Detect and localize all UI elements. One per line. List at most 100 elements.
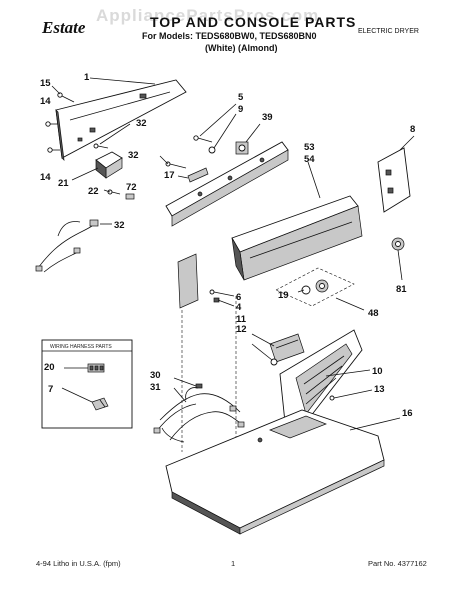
part-10-lint-housing (279, 329, 363, 433)
leader-9 (213, 113, 237, 149)
callout-7: 7 (48, 384, 53, 395)
callout-22: 22 (88, 186, 99, 197)
callout-14: 14 (40, 172, 51, 183)
leader-19 (297, 289, 305, 293)
leader-11 (251, 333, 275, 347)
leader-13 (333, 389, 373, 399)
part-53-console-panel (231, 195, 363, 281)
part-31-wire-harness (153, 387, 245, 443)
leader-6 (213, 291, 235, 297)
leader-48 (335, 297, 365, 311)
leader-81 (397, 249, 403, 281)
callout-21: 21 (58, 178, 69, 189)
leader-53-54 (307, 161, 321, 199)
callout-39: 39 (262, 112, 273, 123)
leader-15 (51, 85, 61, 95)
callout-31: 31 (150, 382, 161, 393)
part-19-knob (301, 285, 311, 295)
part-81-knob (391, 237, 405, 251)
model-colors: (White) (Almond) (205, 43, 278, 53)
part-left-end-cap (177, 253, 199, 309)
leader-31 (173, 387, 187, 403)
part-32-screw-c (165, 161, 187, 169)
watermark: AppliancePartsPros.com (96, 6, 320, 25)
wiring-box-title: WIRING HARNESS PARTS (50, 344, 112, 350)
callout-32: 32 (136, 118, 147, 129)
part-8-end-cap (377, 147, 411, 213)
callout-81: 81 (396, 284, 407, 295)
leader-21 (71, 167, 99, 181)
wiring-harness-box (41, 339, 133, 429)
callout-32: 32 (128, 150, 139, 161)
part-48-dial-box (275, 267, 355, 307)
callout-14: 14 (40, 96, 51, 107)
part-1-console-back-panel (55, 79, 187, 161)
part-14-screw-upper (45, 121, 58, 127)
leader-39 (245, 123, 261, 143)
leader-32c (159, 155, 169, 165)
callout-16: 16 (402, 408, 413, 419)
callout-8: 8 (410, 124, 415, 135)
leader-32a (99, 123, 131, 145)
part-console-front-bracket (165, 141, 289, 227)
callout-32: 32 (114, 220, 125, 231)
leader-32b (103, 189, 111, 193)
part-13-screw (329, 395, 335, 401)
callout-20: 20 (44, 362, 55, 373)
part-20-connector (87, 363, 105, 373)
callout-15: 15 (40, 78, 51, 89)
part-39-push-switch (235, 141, 249, 155)
part-7-terminal (91, 397, 109, 411)
brand-logo: Estate (42, 18, 86, 37)
callout-48: 48 (368, 308, 379, 319)
footer-page-number: 1 (231, 559, 236, 568)
callout-6: 6 (236, 292, 241, 303)
footer-part-number: Part No. 4377162 (368, 559, 427, 568)
callout-1: 1 (84, 72, 90, 83)
callout-72: 72 (126, 182, 137, 193)
part-5-screw (193, 135, 213, 143)
leader-5 (199, 103, 237, 137)
callout-11: 11 (236, 314, 247, 325)
model-numbers: For Models: TEDS680BW0, TEDS680BN0 (142, 31, 317, 41)
leader-8 (399, 135, 415, 151)
leader-4 (217, 299, 235, 307)
callout-4: 4 (236, 302, 242, 313)
part-12-handle (270, 358, 278, 366)
appliance-type: ELECTRIC DRYER (358, 28, 419, 35)
callout-13: 13 (374, 384, 385, 395)
leader-10 (325, 369, 371, 377)
leader-17 (177, 175, 189, 179)
part-21-switch (95, 151, 123, 179)
callout-10: 10 (372, 366, 383, 377)
callout-17: 17 (164, 170, 175, 181)
callout-19: 19 (278, 290, 289, 301)
part-22-wire-harness (35, 219, 99, 273)
leader-12 (251, 343, 273, 361)
part-dial (315, 279, 329, 293)
part-11-lint-screen (269, 333, 305, 363)
leader-30 (173, 377, 197, 387)
callout-54: 54 (304, 154, 315, 165)
part-17-bracket (187, 167, 209, 183)
leader-16 (349, 417, 401, 431)
part-9-washer (208, 146, 216, 154)
part-72-clip (125, 193, 135, 200)
callout-12: 12 (236, 324, 247, 335)
part-16-dryer-top (165, 409, 385, 535)
part-6-screw (209, 289, 215, 295)
callout-9: 9 (238, 104, 243, 115)
part-32-screw-a (93, 143, 109, 149)
part-14-screw-lower (47, 147, 60, 153)
leader-7 (61, 387, 93, 403)
page-title: TOP AND CONSOLE PARTS (150, 14, 357, 30)
callout-53: 53 (304, 142, 315, 153)
part-15-screw (57, 92, 75, 103)
callout-5: 5 (238, 92, 244, 103)
footer-litho: 4-94 Litho in U.S.A. (fpm) (36, 559, 121, 568)
leader-1 (89, 77, 156, 85)
callout-30: 30 (150, 370, 161, 381)
